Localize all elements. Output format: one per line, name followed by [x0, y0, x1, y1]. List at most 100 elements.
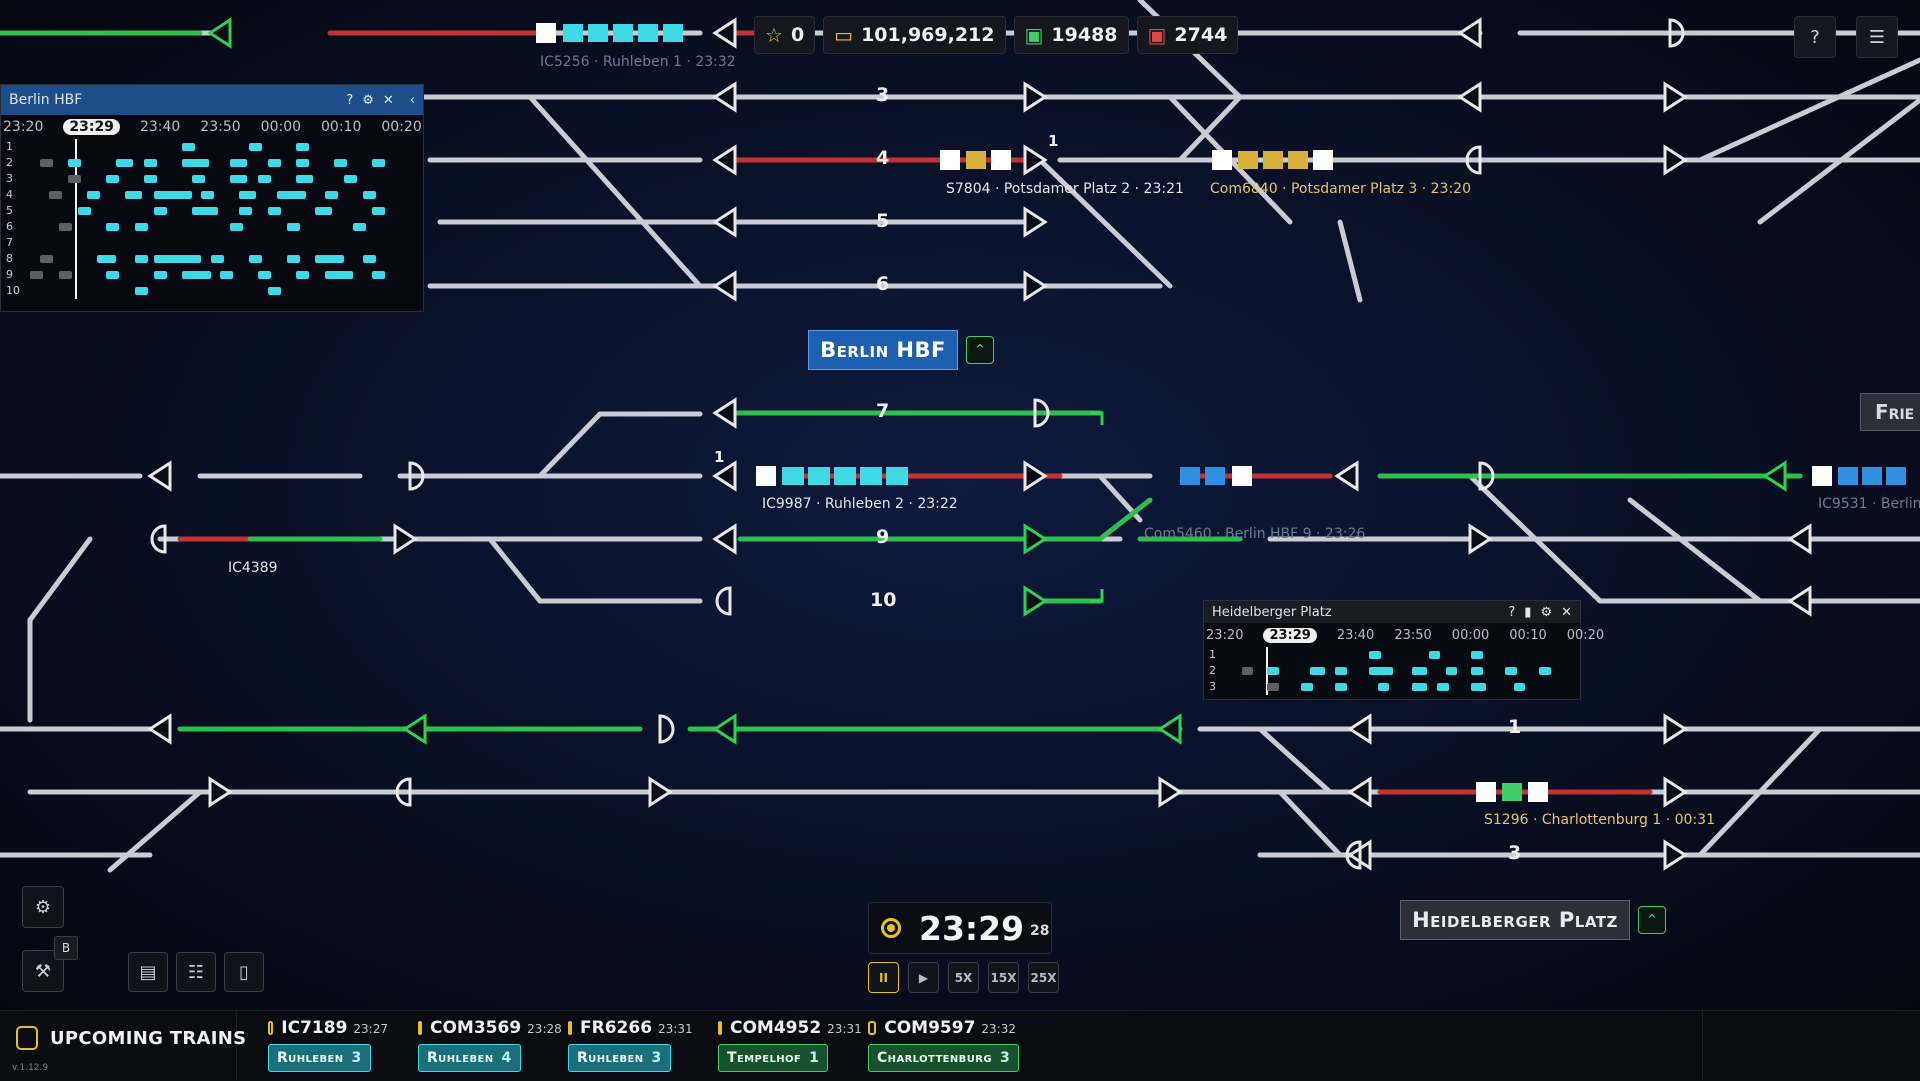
settings-sliders-button[interactable]: ☷ — [176, 952, 216, 992]
timeline-train-slot[interactable] — [39, 159, 53, 167]
timeline-train-slot[interactable] — [296, 175, 314, 183]
timeline-train-slot[interactable] — [106, 175, 120, 183]
play-button[interactable]: ▶ — [908, 962, 939, 993]
timeline-train-slot[interactable] — [1301, 683, 1313, 691]
timeline-train-slot[interactable] — [30, 271, 44, 279]
timeline-train-slot[interactable] — [334, 159, 348, 167]
timeline-train-slot[interactable] — [248, 255, 262, 263]
timeline-row[interactable]: 9 — [1, 267, 423, 283]
timeline-train-slot[interactable] — [372, 207, 386, 215]
timeline-train-slot[interactable] — [191, 175, 205, 183]
timeline-train-slot[interactable] — [1369, 651, 1381, 659]
gear-icon[interactable]: ⚙ — [362, 92, 374, 108]
timeline-row[interactable]: 1 — [1, 139, 423, 155]
timeline-train-slot[interactable] — [1267, 667, 1279, 675]
timeline-train-slot[interactable] — [153, 271, 167, 279]
help-icon[interactable]: ? — [1508, 604, 1516, 620]
timeline-train-slot[interactable] — [1267, 683, 1279, 691]
timeline-train-slot[interactable] — [39, 255, 53, 263]
timeline-train-slot[interactable] — [229, 159, 247, 167]
timeline-train-slot[interactable] — [258, 271, 272, 279]
timeline-train-slot[interactable] — [1411, 683, 1427, 691]
timeline-train-slot[interactable] — [1309, 667, 1325, 675]
train-label-s7804[interactable]: S7804 · Potsdamer Platz 2 · 23:21 — [946, 181, 1184, 197]
timeline-train-slot[interactable] — [239, 191, 257, 199]
timeline-train-slot[interactable] — [77, 207, 91, 215]
timeline-row[interactable]: 4 — [1, 187, 423, 203]
timeline-train-slot[interactable] — [324, 271, 353, 279]
timeline-row[interactable]: 7 — [1, 235, 423, 251]
timeline-train-slot[interactable] — [144, 159, 158, 167]
timeline-train-slot[interactable] — [220, 271, 234, 279]
timeline-train-slot[interactable] — [239, 207, 253, 215]
close-icon[interactable]: ✕ — [1561, 604, 1572, 620]
heidelberger-platz-station-label[interactable]: Heidelberger Platz — [1400, 900, 1630, 940]
timeline-train-slot[interactable] — [134, 255, 148, 263]
speed-5x-button[interactable]: 5X — [948, 962, 979, 993]
timeline-train-slot[interactable] — [315, 207, 333, 215]
train-label-ic5256[interactable]: IC5256 · Ruhleben 1 · 23:32 — [540, 54, 736, 70]
train-label-s1296[interactable]: S1296 · Charlottenburg 1 · 00:31 — [1484, 812, 1715, 828]
timeline-train-slot[interactable] — [1428, 651, 1441, 659]
timeline-train-slot[interactable] — [267, 159, 281, 167]
timeline-train-slot[interactable] — [1471, 651, 1483, 659]
timeline-train-slot[interactable] — [362, 191, 376, 199]
collapse-chevron-icon[interactable]: ‹ — [409, 92, 415, 108]
timeline-train-slot[interactable] — [201, 191, 215, 199]
timeline-train-slot[interactable] — [182, 271, 211, 279]
timeline-train-slot[interactable] — [182, 159, 209, 167]
timeline-row[interactable]: 3 — [1, 171, 423, 187]
timeline-train-slot[interactable] — [1471, 667, 1483, 675]
timeline-train-slot[interactable] — [372, 159, 386, 167]
berlin-panel-header[interactable]: Berlin HBF ? ⚙ ✕ ‹ — [1, 85, 423, 115]
timeline-train-slot[interactable] — [277, 191, 306, 199]
timeline-train-slot[interactable] — [58, 223, 72, 231]
timeline-row[interactable]: 2 — [1204, 663, 1580, 679]
timeline-train-slot[interactable] — [125, 191, 143, 199]
pause-button[interactable]: II — [868, 962, 899, 993]
timeline-row[interactable]: 8 — [1, 251, 423, 267]
timeline-row[interactable]: 6 — [1, 219, 423, 235]
timeline-train-slot[interactable] — [229, 175, 247, 183]
timeline-train-slot[interactable] — [1471, 683, 1487, 691]
timeline-train-slot[interactable] — [286, 255, 300, 263]
timeline-train-slot[interactable] — [267, 207, 281, 215]
report-button[interactable]: ▯ — [224, 952, 264, 992]
timeline-row[interactable]: 3 — [1204, 679, 1580, 695]
berlin-hbf-station-label[interactable]: Berlin HBF — [808, 330, 958, 370]
timeline-train-slot[interactable] — [153, 191, 192, 199]
timeline-train-slot[interactable] — [68, 175, 82, 183]
timeline-train-slot[interactable] — [153, 255, 201, 263]
heidelberg-panel-header[interactable]: Heidelberger Platz ? ▮ ⚙ ✕ — [1204, 601, 1580, 623]
train-label-com5460[interactable]: Com5460 · Berlin HBF 9 · 23:26 — [1144, 526, 1366, 542]
help-button[interactable]: ? — [1794, 16, 1836, 58]
train-label-ic4389[interactable]: IC4389 — [228, 560, 278, 576]
timeline-train-slot[interactable] — [343, 175, 357, 183]
timeline-train-slot[interactable] — [191, 207, 219, 215]
timeline-train-slot[interactable] — [248, 143, 262, 151]
timeline-train-slot[interactable] — [1513, 683, 1526, 691]
timeline-train-slot[interactable] — [315, 255, 344, 263]
timeline-train-slot[interactable] — [372, 271, 386, 279]
timeline-train-slot[interactable] — [1369, 667, 1393, 675]
chip-tool-button[interactable]: ⚙ — [22, 886, 64, 928]
partial-station-label[interactable]: Frie — [1860, 393, 1920, 431]
timeline-row[interactable]: 1 — [1204, 647, 1580, 663]
timeline-train-slot[interactable] — [296, 143, 310, 151]
timeline-train-slot[interactable] — [258, 175, 272, 183]
timeline-row[interactable]: 2 — [1, 155, 423, 171]
timeline-train-slot[interactable] — [1539, 667, 1551, 675]
help-icon[interactable]: ? — [346, 92, 354, 108]
timeline-train-slot[interactable] — [267, 287, 281, 295]
close-icon[interactable]: ✕ — [382, 92, 394, 108]
timeline-train-slot[interactable] — [58, 271, 72, 279]
